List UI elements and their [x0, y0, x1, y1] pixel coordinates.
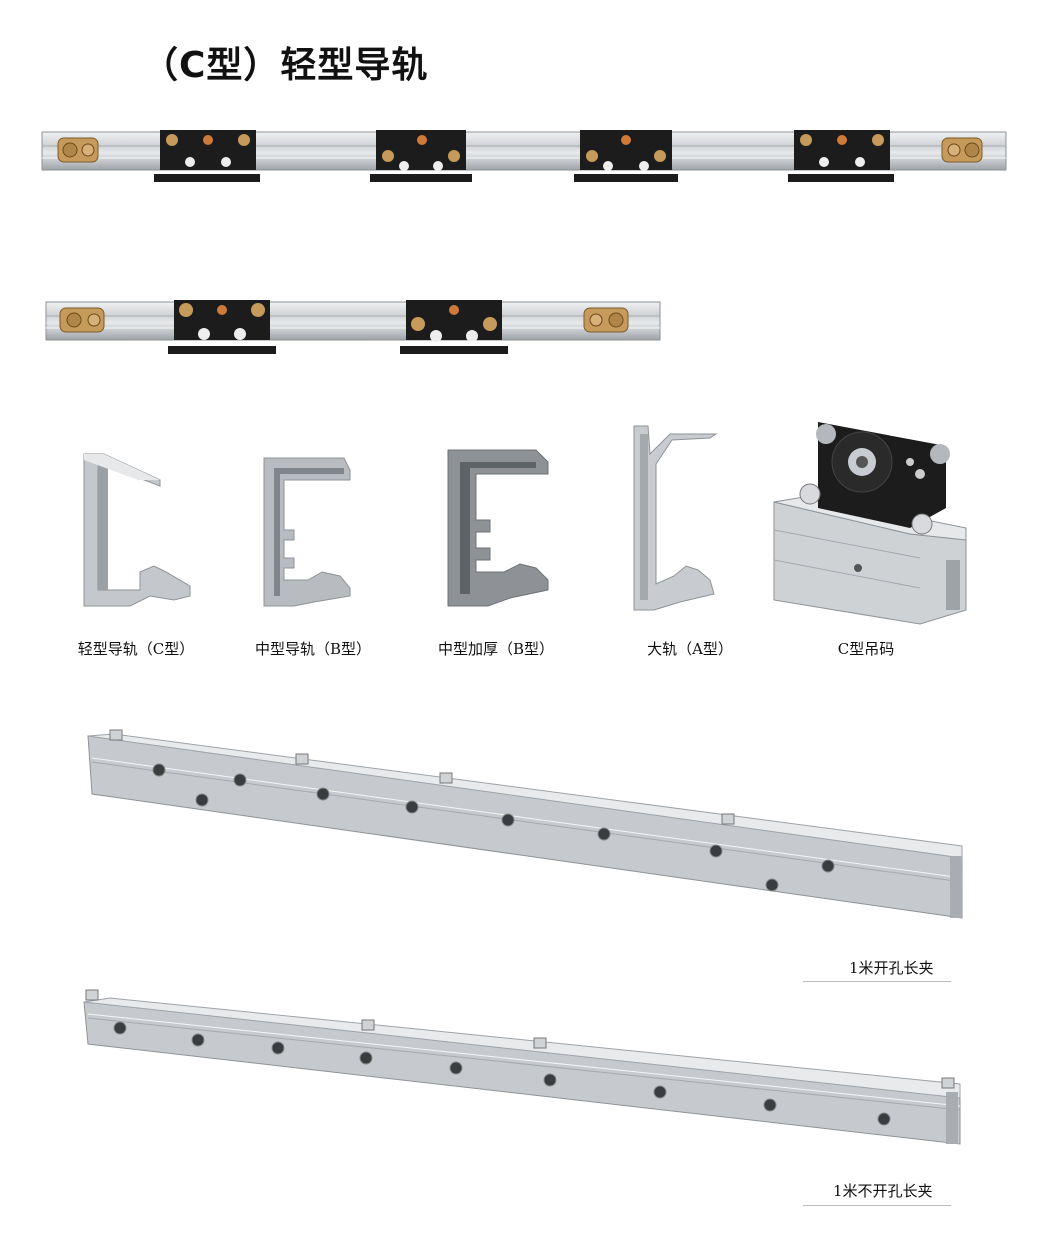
hanger — [370, 130, 472, 182]
caption-medium-rail-b: 中型导轨（B型） — [254, 640, 372, 658]
profile-medium-thick-b — [447, 449, 549, 607]
divider-line — [803, 981, 951, 982]
brass-stopper — [941, 137, 983, 163]
brass-stopper — [59, 307, 105, 333]
hanger — [168, 300, 276, 354]
profile-medium-rail-b — [263, 457, 351, 607]
brass-stopper — [583, 307, 629, 333]
rail-long — [41, 130, 1007, 182]
brass-stopper — [57, 137, 99, 163]
profile-light-rail-c — [83, 453, 191, 607]
divider-line — [803, 1205, 951, 1206]
c-hanger-image — [773, 422, 967, 625]
rail-short — [45, 300, 661, 354]
hanger — [574, 130, 678, 182]
page-title: （C型）轻型导轨 — [142, 45, 429, 86]
clamp-drilled-image — [87, 729, 963, 919]
profile-large-rail-a — [633, 425, 718, 611]
caption-clamp-undrilled: 1米不开孔长夹 — [833, 1182, 933, 1200]
caption-clamp-drilled: 1米开孔长夹 — [849, 959, 934, 977]
hanger — [154, 130, 260, 182]
caption-large-rail-a: 大轨（A型） — [647, 640, 733, 658]
caption-medium-thick-b: 中型加厚（B型） — [437, 640, 555, 658]
clamp-undrilled-image — [83, 989, 961, 1145]
caption-light-rail-c: 轻型导轨（C型） — [77, 640, 195, 658]
hanger — [788, 130, 894, 182]
caption-c-hanger: C型吊码 — [837, 640, 895, 658]
hanger — [400, 300, 508, 354]
